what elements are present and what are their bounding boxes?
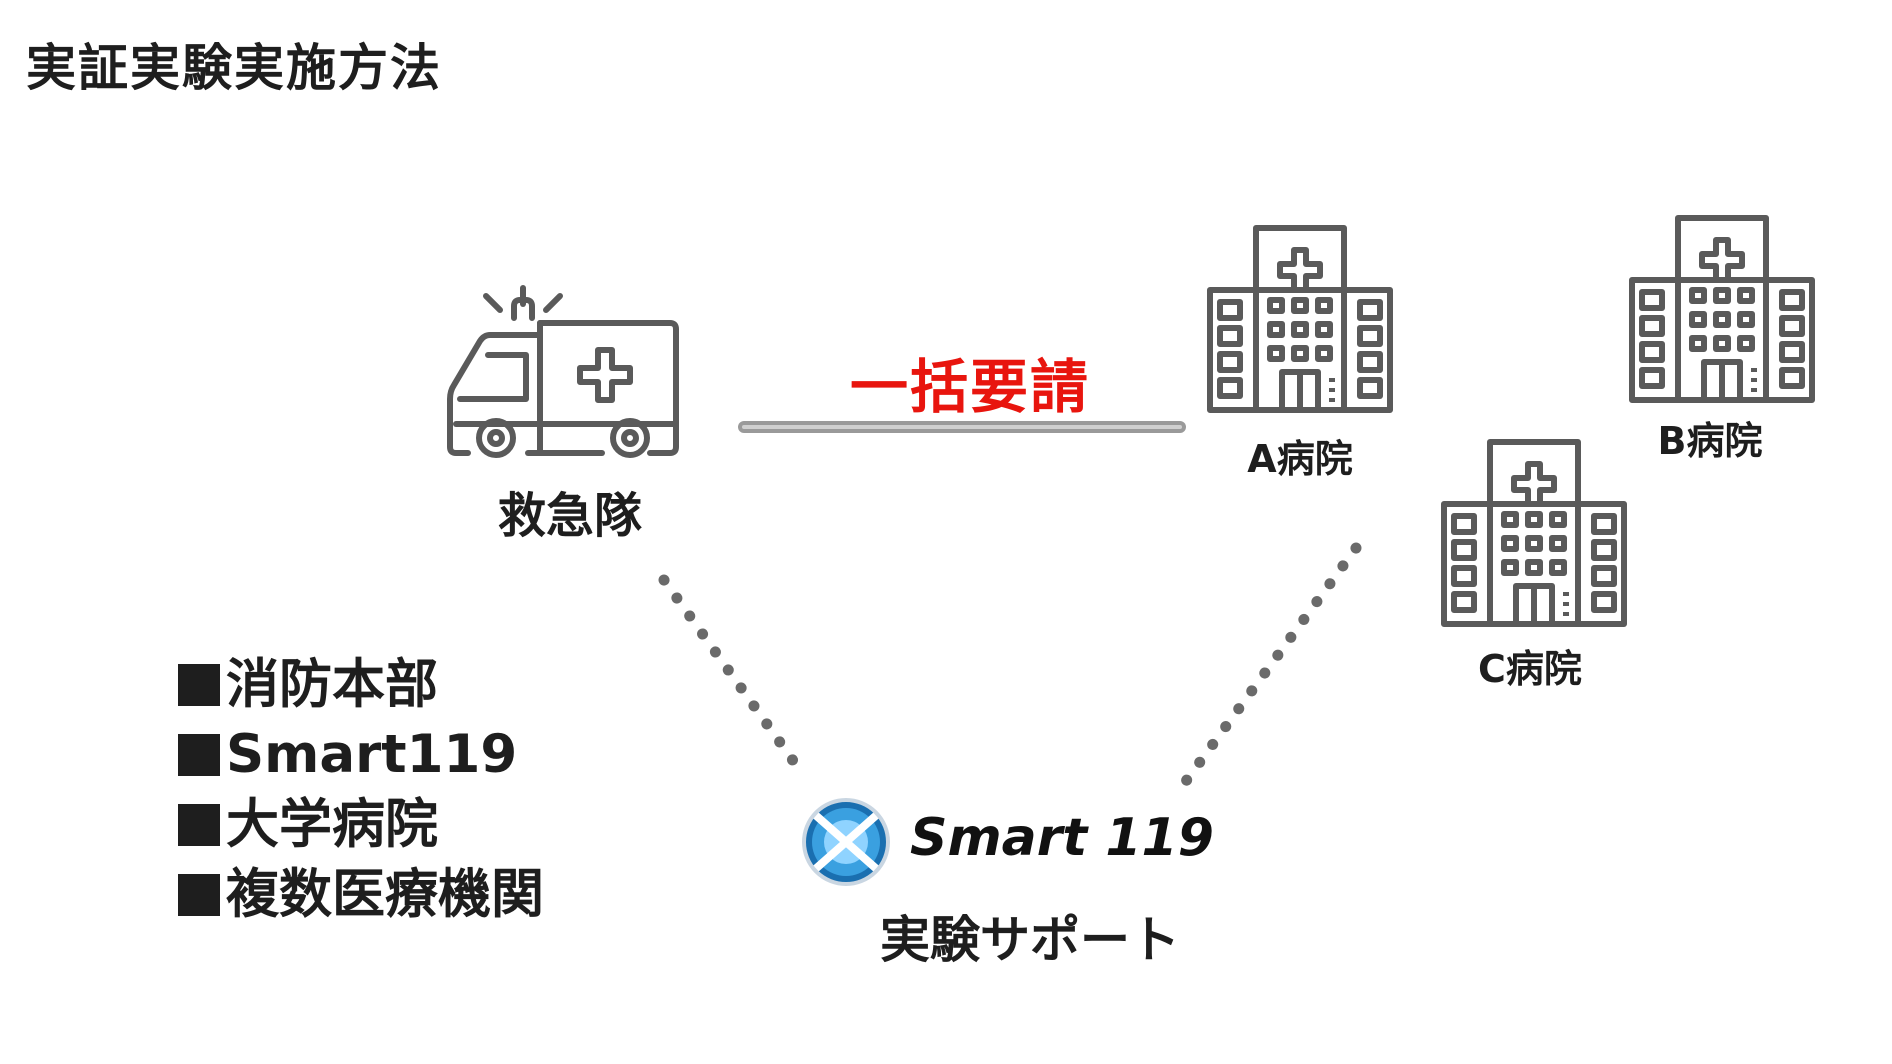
- organization-item: 複数医療機関: [178, 860, 544, 930]
- organization-label: 消防本部: [226, 654, 438, 715]
- hospital-a-icon: [1210, 228, 1390, 410]
- ambulance-icon: [447, 285, 679, 458]
- organization-label: 複数医療機関: [226, 864, 544, 925]
- square-bullet-icon: [178, 804, 220, 846]
- organization-list: 消防本部 Smart119 大学病院 複数医療機関: [178, 650, 544, 930]
- hospital-b-icon: [1632, 218, 1812, 400]
- square-bullet-icon: [178, 874, 220, 916]
- hospital-a-label: A病院: [1247, 437, 1353, 481]
- dotted-line-ambulance-support: [658, 574, 800, 768]
- square-bullet-icon: [178, 664, 220, 706]
- ambulance-label: 救急隊: [497, 488, 642, 544]
- hospital-c-label: C病院: [1478, 647, 1582, 691]
- dotted-line-hospital-support: [1172, 542, 1362, 798]
- page-title: 実証実験実施方法: [26, 39, 442, 97]
- hospital-c-icon: [1444, 442, 1624, 624]
- support-label: 実験サポート: [880, 911, 1180, 969]
- organization-item: 消防本部: [178, 650, 544, 720]
- organization-label: 大学病院: [226, 794, 438, 855]
- organization-label: Smart119: [226, 724, 518, 785]
- organization-item: 大学病院: [178, 790, 544, 860]
- organization-item: Smart119: [178, 720, 544, 790]
- hospital-b-label: B病院: [1657, 419, 1763, 463]
- smart119-logo-icon: [802, 798, 890, 886]
- smart119-logo-text: Smart 119: [910, 808, 1214, 868]
- square-bullet-icon: [178, 734, 220, 776]
- request-label: 一括要請: [849, 353, 1090, 421]
